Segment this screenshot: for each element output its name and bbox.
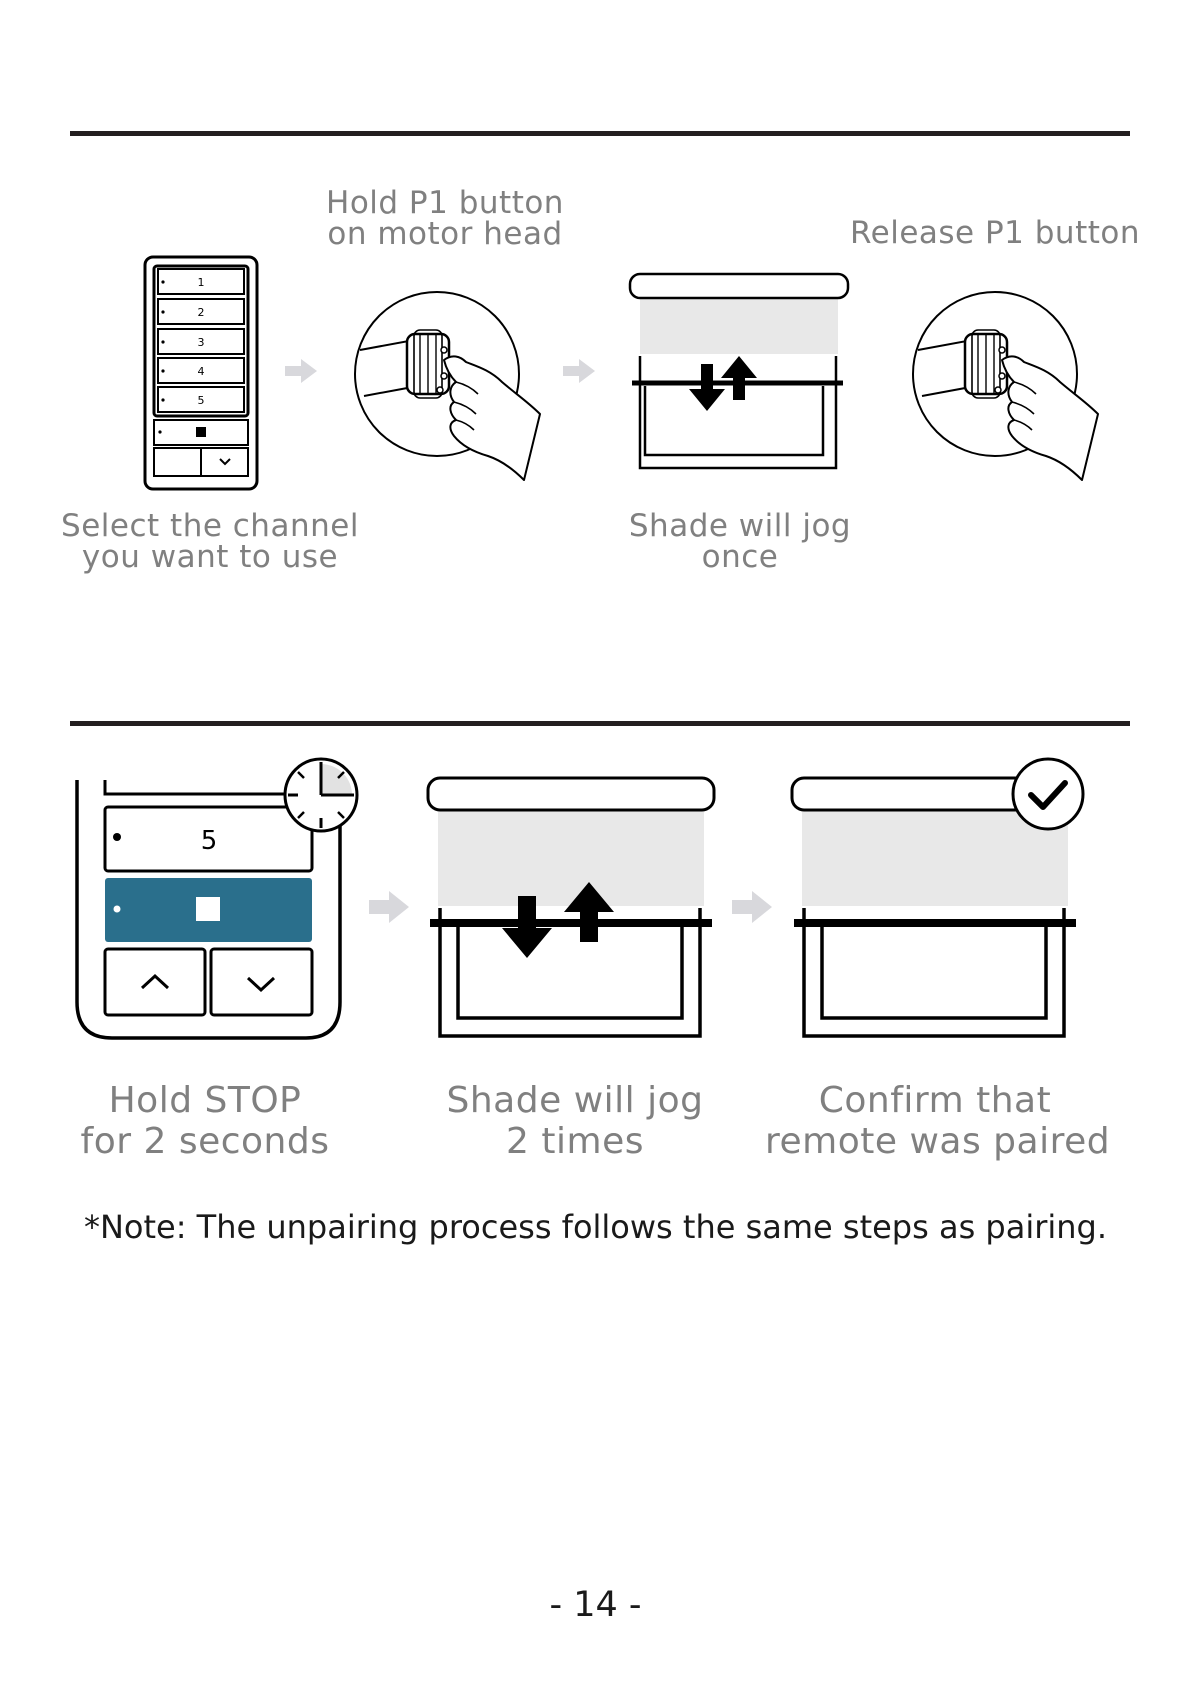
shade-paired-illustration <box>790 770 1090 1040</box>
arrow-right-icon <box>732 889 774 925</box>
motor-head-hold-illustration <box>352 290 562 490</box>
motor-head <box>965 330 1007 398</box>
arrow-right-icon <box>563 357 597 385</box>
channel-2-label: 2 <box>198 306 205 319</box>
motor-head <box>407 330 449 398</box>
caption-hold-p1: Hold P1 button on motor head <box>305 188 585 250</box>
caption-hold-stop: Hold STOP for 2 seconds <box>60 1080 350 1162</box>
channel-4-label: 4 <box>198 365 205 378</box>
channel-5-label: 5 <box>198 394 205 407</box>
down-button[interactable] <box>211 949 312 1015</box>
caption-shade-jog-twice: Shade will jog 2 times <box>430 1080 720 1162</box>
page-number: - 14 - <box>0 1585 1191 1625</box>
motor-head-release-illustration <box>910 290 1120 490</box>
remote-stop-closeup-illustration: 5 <box>74 752 364 1042</box>
section-divider-middle <box>70 721 1130 726</box>
up-button[interactable] <box>105 949 205 1015</box>
caption-shade-jog-once: Shade will jog once <box>600 511 880 573</box>
clock-icon <box>285 759 357 831</box>
hand-icon <box>444 356 540 480</box>
caption-confirm-paired: Confirm that remote was paired <box>765 1080 1105 1162</box>
caption-select-channel: Select the channel you want to use <box>60 511 360 573</box>
channel-1-label: 1 <box>198 276 205 289</box>
stop-icon <box>196 427 206 437</box>
checkmark-icon <box>1013 759 1083 829</box>
remote-channel-list-illustration: 1 2 3 4 5 <box>140 254 262 494</box>
arrow-right-icon <box>369 889 411 925</box>
stop-icon <box>196 897 220 921</box>
section-divider-top <box>70 131 1130 136</box>
hand-icon <box>1002 356 1098 480</box>
shade-jog-once-illustration <box>628 272 850 476</box>
unpairing-note: *Note: The unpairing process follows the… <box>0 1208 1191 1246</box>
shade-jog-twice-illustration <box>426 776 716 1040</box>
channel-3-label: 3 <box>198 336 205 349</box>
channel-list: 1 2 3 4 5 <box>158 269 244 412</box>
channel-5-label: 5 <box>201 826 218 856</box>
caption-release-p1: Release P1 button <box>850 218 1140 249</box>
arrow-right-icon <box>285 357 319 385</box>
